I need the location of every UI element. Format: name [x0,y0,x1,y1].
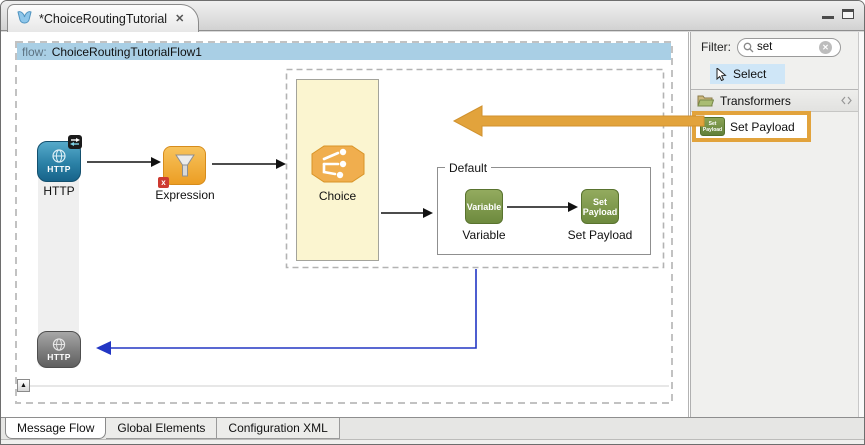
clear-filter-icon[interactable]: ✕ [819,40,832,54]
drag-highlight-arrow [452,105,705,137]
http-outbound-endpoint[interactable]: HTTP [37,331,81,368]
palette-select-tool[interactable]: Select [710,64,785,84]
expression-filter-node[interactable] [163,146,206,185]
flow-connectors [15,41,673,404]
choice-node[interactable] [311,145,365,188]
variable-node[interactable]: Variable [465,189,503,224]
palette-search-box[interactable]: ✕ [737,37,841,57]
tab-message-flow[interactable]: Message Flow [5,418,107,439]
choice-label: Choice [318,189,357,203]
default-route-container[interactable] [437,167,651,255]
filter-input[interactable] [757,41,819,53]
http-inbound-label: HTTP [43,184,75,198]
cursor-icon [716,67,727,81]
variable-label: Variable [462,228,506,242]
http-icon-text: HTTP [47,164,71,174]
globe-icon [52,337,66,351]
filter-label: Filter: [701,40,731,54]
view-tabbar: Message Flow Global Elements Configurati… [1,417,864,444]
choice-router-icon [311,145,365,183]
mule-logo-icon [17,11,32,24]
editor-tab-title: *ChoiceRoutingTutorial [39,11,168,26]
globe-icon [52,149,66,163]
palette-item-label: Set Payload [730,119,795,134]
funnel-icon [174,154,195,176]
minimize-icon[interactable] [822,9,834,19]
pin-drawer-icon[interactable] [841,96,852,105]
set-payload-label: Set Payload [567,228,633,242]
tab-configuration-xml[interactable]: Configuration XML [217,418,340,439]
variable-icon-text: Variable [466,201,502,212]
flow-name: ChoiceRoutingTutorialFlow1 [51,44,202,59]
search-icon [743,42,754,52]
flow-title-bar[interactable]: flow: ChoiceRoutingTutorialFlow1 [17,43,671,60]
select-tool-label: Select [733,67,767,81]
editor-tab-choiceroutingtutorial[interactable]: *ChoiceRoutingTutorial ✕ [7,4,200,32]
set-payload-icon-line1: Set [592,196,607,207]
http-icon-text: HTTP [47,351,71,362]
tab-close-icon[interactable]: ✕ [175,13,185,25]
group-label: Transformers [720,93,791,108]
maximize-icon[interactable] [842,9,854,19]
window-controls [822,9,854,19]
palette-scrollbar[interactable] [858,32,864,419]
editor-area: flow: ChoiceRoutingTutorialFlow1 HTTP [1,32,864,419]
bottom-strip [1,439,864,444]
folder-icon [697,95,714,107]
set-payload-node[interactable]: Set Payload [581,189,619,224]
flow-collapse-button[interactable]: ▲ [17,379,30,392]
error-badge-icon: x [158,177,169,188]
set-payload-icon-line2: Payload [582,206,618,217]
flow-prefix: flow: [22,44,47,59]
palette-filter-row: Filter: ✕ [691,32,858,62]
exchange-badge-icon [68,135,82,149]
tab-global-elements[interactable]: Global Elements [106,418,218,439]
expression-label: Expression [155,188,215,202]
palette-panel: Filter: ✕ Select [690,32,858,419]
palette-item-set-payload[interactable]: Set Payload Set Payload [692,111,811,142]
editor-tabbar: *ChoiceRoutingTutorial ✕ [1,1,864,32]
default-route-title: Default [445,161,492,175]
flow-canvas[interactable]: flow: ChoiceRoutingTutorialFlow1 HTTP [1,32,689,419]
palette-group-transformers[interactable]: Transformers [691,89,858,112]
